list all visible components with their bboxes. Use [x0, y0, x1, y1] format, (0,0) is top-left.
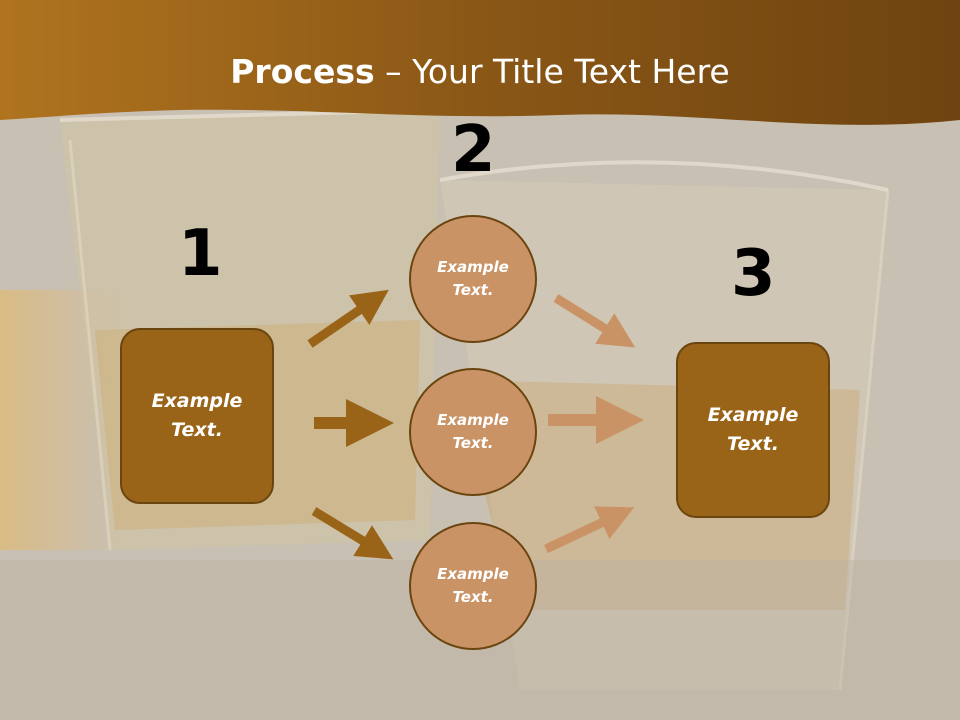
- title-bold: Process: [230, 52, 375, 91]
- title-rest: – Your Title Text Here: [374, 52, 730, 91]
- step-number-2: 2: [451, 113, 496, 187]
- slide-title: Process – Your Title Text Here: [0, 52, 960, 91]
- left-box: Example Text.: [120, 328, 274, 504]
- circle-top-text: Example Text.: [437, 258, 509, 299]
- step-number-1: 1: [178, 217, 223, 291]
- arrow-bottom-to-right: [544, 506, 635, 554]
- circle-top: Example Text.: [409, 215, 537, 343]
- circle-middle-text: Example Text.: [437, 411, 509, 452]
- circle-bottom: Example Text.: [409, 522, 537, 650]
- right-box: Example Text.: [676, 342, 830, 518]
- arrow-left-to-top: [307, 289, 389, 348]
- arrow-left-to-bottom: [311, 507, 394, 560]
- arrow-top-to-right: [553, 294, 636, 348]
- header-banner: [0, 0, 960, 125]
- left-box-text: Example Text.: [151, 390, 243, 441]
- circle-bottom-text: Example Text.: [437, 565, 509, 606]
- circle-middle: Example Text.: [409, 368, 537, 496]
- step-number-3: 3: [731, 237, 776, 311]
- right-box-text: Example Text.: [707, 404, 799, 455]
